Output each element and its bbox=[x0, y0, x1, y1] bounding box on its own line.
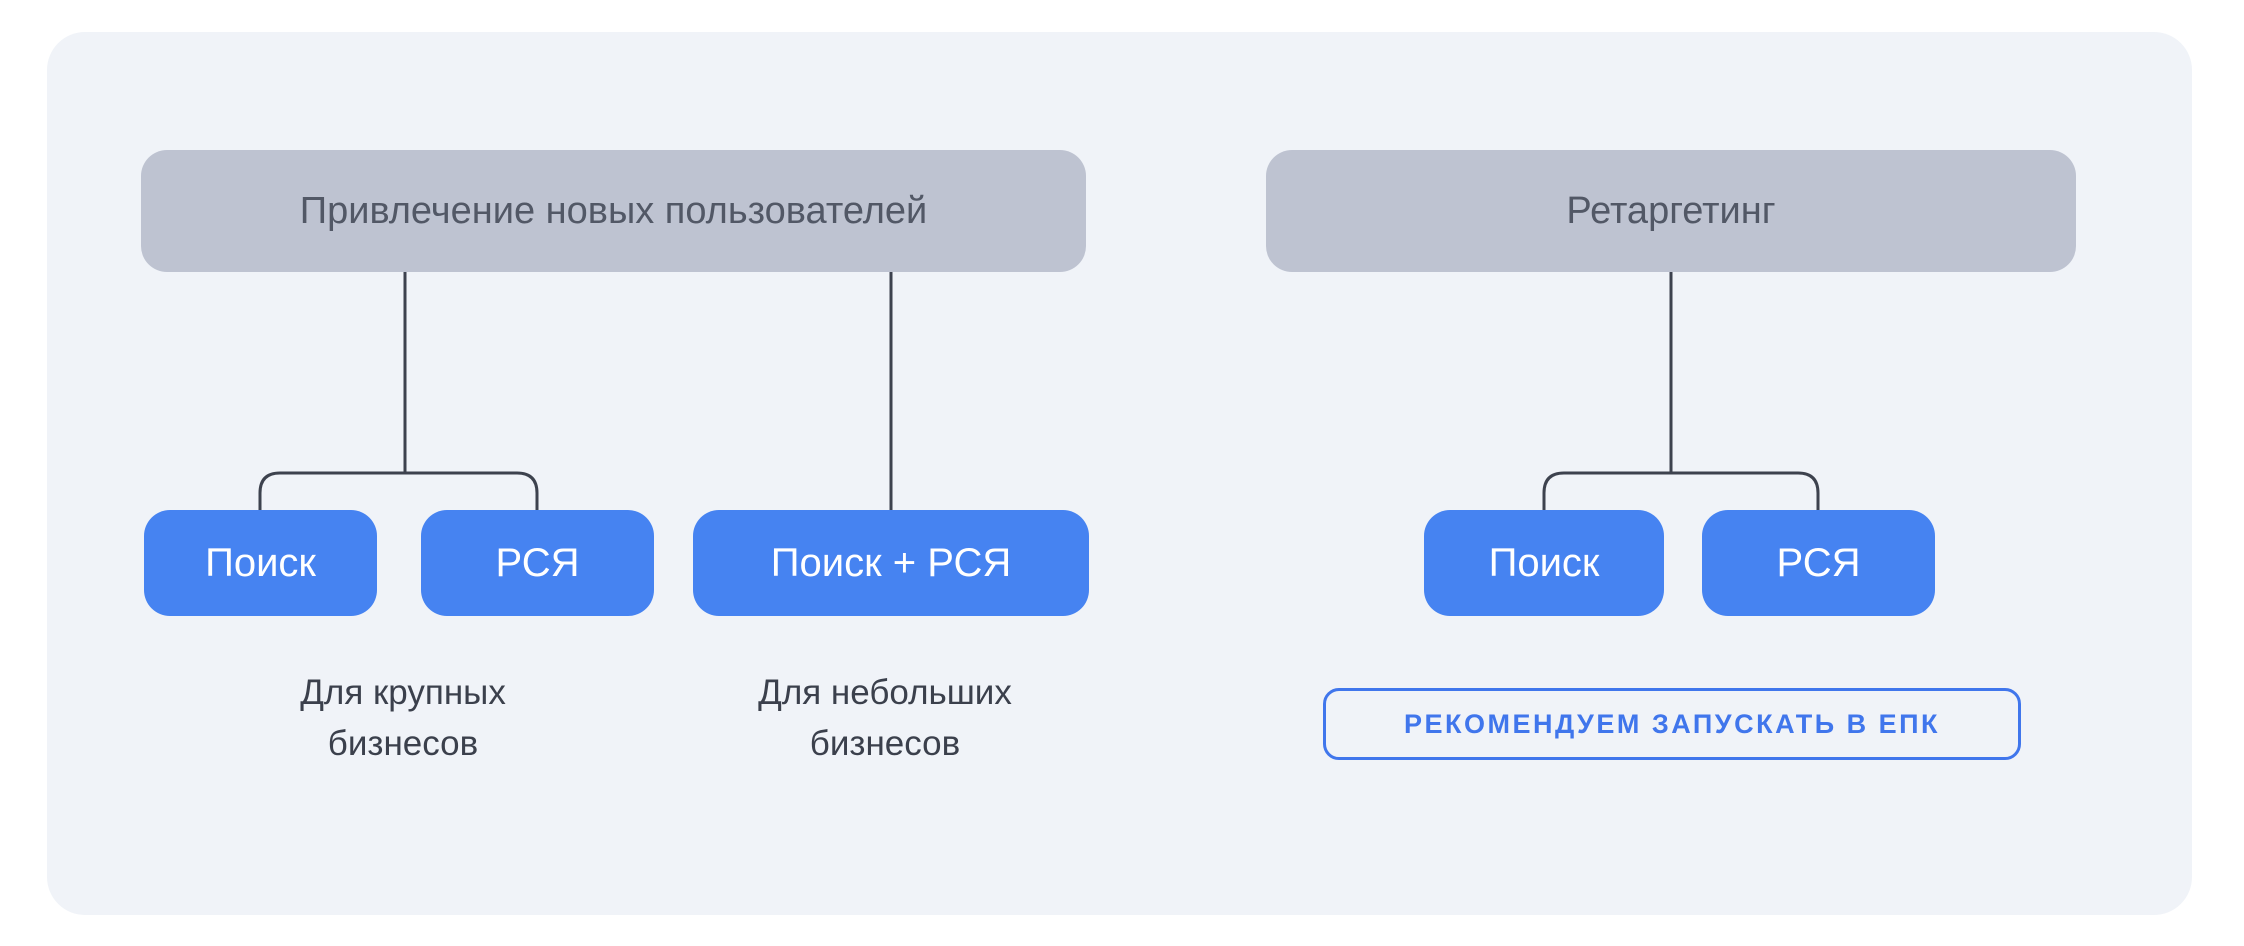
root-node-retargeting: Ретаргетинг bbox=[1266, 150, 2076, 272]
root-node-acquisition: Привлечение новых пользователей bbox=[141, 150, 1086, 272]
note-small-business: Для небольших бизнесов bbox=[758, 673, 1012, 763]
note-large-business: Для крупных бизнесов bbox=[300, 673, 506, 763]
epk-recommendation-badge: РЕКОМЕНДУЕМ ЗАПУСКАТЬ В ЕПК bbox=[1323, 688, 2021, 760]
channel-node-acquisition-search: Поиск bbox=[144, 510, 377, 616]
channel-node-acquisition-combined: Поиск + РСЯ bbox=[693, 510, 1089, 616]
channel-node-retargeting-search: Поиск bbox=[1424, 510, 1664, 616]
channel-node-acquisition-network: РСЯ bbox=[421, 510, 654, 616]
channel-node-retargeting-network: РСЯ bbox=[1702, 510, 1935, 616]
